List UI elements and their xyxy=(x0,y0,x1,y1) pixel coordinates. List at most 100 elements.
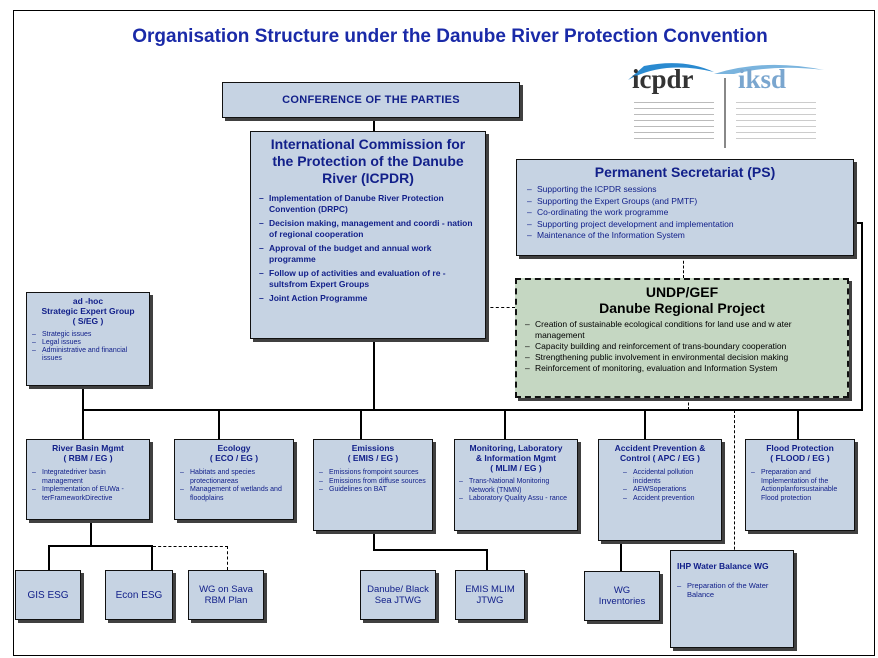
adhoc-item: Strategic issues xyxy=(32,331,144,339)
icpdr-item: Joint Action Programme xyxy=(259,293,477,304)
undp-item: Capacity building and reinforcement of t… xyxy=(525,341,839,352)
mlim-code: ( MLIM / EG ) xyxy=(490,463,542,473)
danube-black-sea-box: Danube/ Black Sea JTWG xyxy=(360,570,436,620)
undp-item: Reinforcement of monitoring, evaluation … xyxy=(525,363,839,374)
ihp-title: IHP Water Balance WG xyxy=(677,561,769,571)
connector xyxy=(218,409,220,439)
apc-list: Accidental pollution incidents AEWSopera… xyxy=(603,469,717,503)
wg-sava-label: WG on Sava RBM Plan xyxy=(199,584,253,606)
rbm-item: Integratedriver basin management xyxy=(32,469,144,486)
ps-item: Supporting the ICPDR sessions xyxy=(527,184,843,196)
connector xyxy=(90,520,92,546)
connector xyxy=(373,338,375,410)
dashed-connector xyxy=(688,398,689,410)
apc-item: AEWSoperations xyxy=(623,486,717,495)
dashed-connector xyxy=(227,546,228,570)
dashed-connector xyxy=(153,546,228,547)
undp-item: Creation of sustainable ecological condi… xyxy=(525,319,839,341)
eco-item: Habitats and species protectionareas xyxy=(180,469,288,486)
dashed-connector xyxy=(683,256,684,278)
rbm-item: Implementation of EUWa - terFrameworkDir… xyxy=(32,486,144,503)
icpdr-item: Decision making, management and coordi -… xyxy=(259,218,477,240)
undp-title: UNDP/GEF xyxy=(645,284,719,300)
connector xyxy=(797,409,799,439)
adhoc-line2: Strategic Expert Group xyxy=(41,306,135,316)
icpdr-title: International Commission for the Protect… xyxy=(270,136,466,186)
undp-list: Creation of sustainable ecological condi… xyxy=(525,319,839,374)
danube-black-sea-label: Danube/ Black Sea JTWG xyxy=(367,584,429,606)
flood-item: Preparation and Implementation of the Ac… xyxy=(751,469,849,503)
wg-sava-box: WG on Sava RBM Plan xyxy=(188,570,264,620)
ps-item: Maintenance of the Information System xyxy=(527,230,843,242)
undp-item: Strengthening public involvement in envi… xyxy=(525,352,839,363)
icpdr-item: Implementation of Danube River Protectio… xyxy=(259,193,477,215)
flood-eg-box: Flood Protection ( FLOOD / EG ) Preparat… xyxy=(745,439,855,531)
icpdr-logo: icpdr iksd xyxy=(624,58,839,148)
emis-title: Emissions xyxy=(351,443,395,453)
apc-subtitle: Control ( APC / EG ) xyxy=(620,453,700,463)
adhoc-line1: ad -hoc xyxy=(72,296,104,306)
connector xyxy=(82,409,863,411)
connector xyxy=(360,409,362,439)
adhoc-seg-box: ad -hoc Strategic Expert Group ( S/EG ) … xyxy=(26,292,150,386)
icpdr-box: International Commission for the Protect… xyxy=(250,131,486,339)
eco-subtitle: ( ECO / EG ) xyxy=(209,453,259,463)
logo-iksd-text: iksd xyxy=(738,64,787,94)
adhoc-item: Legal issues xyxy=(32,339,144,347)
rbm-subtitle: ( RBM / EG ) xyxy=(63,453,113,463)
emis-item: Emissions frompoint sources xyxy=(319,469,427,478)
mlim-item: Trans-National Monitoring Network (TNMN) xyxy=(459,478,573,495)
emis-item: Guidelines on BAT xyxy=(319,486,427,495)
apc-item: Accident prevention xyxy=(623,495,717,504)
mlim-subtitle: & Information Mgmt xyxy=(475,453,557,463)
connector xyxy=(373,531,375,550)
undp-gef-box: UNDP/GEF Danube Regional Project Creatio… xyxy=(515,278,849,398)
adhoc-list: Strategic issues Legal issues Administra… xyxy=(32,331,144,363)
emis-item: Emissions from diffuse sources xyxy=(319,478,427,487)
eco-item: Management of wetlands and floodplains xyxy=(180,486,288,503)
slide-frame xyxy=(13,10,875,656)
connector xyxy=(644,409,646,439)
connector xyxy=(854,222,863,224)
emis-subtitle: ( EMIS / EG ) xyxy=(347,453,399,463)
rbm-title: River Basin Mgmt xyxy=(52,443,124,453)
ps-item: Co-ordinating the work programme xyxy=(527,207,843,219)
ps-list: Supporting the ICPDR sessions Supporting… xyxy=(527,184,843,242)
icpdr-item: Follow up of activities and evaluation o… xyxy=(259,268,477,290)
mlim-eg-box: Monitoring, Laboratory & Information Mgm… xyxy=(454,439,578,531)
adhoc-item: Administrative and financial issues xyxy=(32,347,144,363)
connector xyxy=(82,386,84,410)
emis-eg-box: Emissions ( EMIS / EG ) Emissions frompo… xyxy=(313,439,433,531)
ps-item: Supporting project development and imple… xyxy=(527,219,843,231)
connector xyxy=(373,118,375,132)
wg-inventories-label: WG Inventories xyxy=(598,585,646,607)
adhoc-line3: ( S/EG ) xyxy=(72,316,104,326)
dashed-connector xyxy=(734,410,735,580)
permanent-secretariat-box: Permanent Secretariat (PS) Supporting th… xyxy=(516,159,854,256)
ps-item: Supporting the Expert Groups (and PMTF) xyxy=(527,196,843,208)
apc-eg-box: Accident Prevention & Control ( APC / EG… xyxy=(598,439,722,541)
logo-fineprint-left xyxy=(634,102,714,142)
rbm-eg-box: River Basin Mgmt ( RBM / EG ) Integrated… xyxy=(26,439,150,520)
emis-mlim-box: EMIS MLIM JTWG xyxy=(455,570,525,620)
connector xyxy=(151,545,153,570)
wg-inventories-box: WG Inventories xyxy=(584,571,660,621)
eco-title: Ecology xyxy=(217,443,251,453)
ihp-list: Preparation of the Water Balance xyxy=(677,581,787,599)
cop-label: CONFERENCE OF THE PARTIES xyxy=(282,94,460,106)
econ-esg-label: Econ ESG xyxy=(115,589,163,601)
logo-icpdr-text: icpdr xyxy=(632,64,694,94)
connector xyxy=(48,545,153,547)
econ-esg-box: Econ ESG xyxy=(105,570,173,620)
conference-of-parties-box: CONFERENCE OF THE PARTIES xyxy=(222,82,520,118)
gis-esg-label: GIS ESG xyxy=(27,589,69,601)
flood-title: Flood Protection xyxy=(766,443,834,453)
mlim-item: Laboratory Quality Assu - rance xyxy=(459,495,573,504)
ps-title: Permanent Secretariat (PS) xyxy=(594,164,776,180)
page-title: Organisation Structure under the Danube … xyxy=(132,26,768,47)
connector xyxy=(861,222,863,411)
mlim-title: Monitoring, Laboratory xyxy=(469,443,563,453)
eco-eg-box: Ecology ( ECO / EG ) Habitats and specie… xyxy=(174,439,294,520)
ihp-item: Preparation of the Water Balance xyxy=(677,581,787,599)
connector xyxy=(373,549,488,551)
